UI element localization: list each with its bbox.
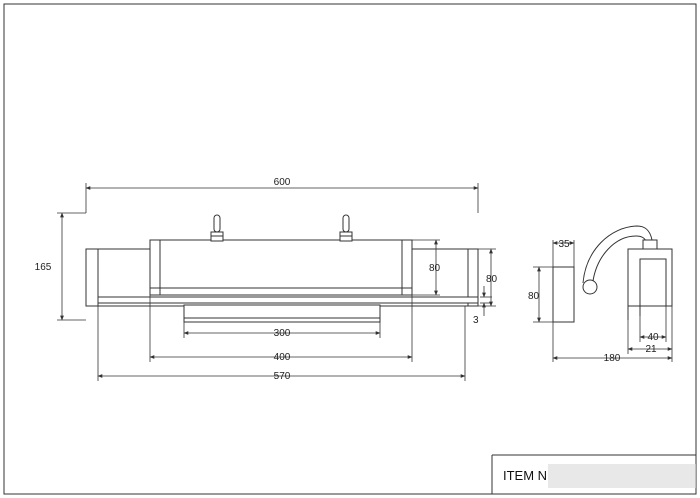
dim-label-80-head: 80 bbox=[429, 263, 441, 274]
front-dimension-labels: 600 165 80 80 3 300 400 570 bbox=[35, 177, 498, 382]
front-shelf bbox=[97, 296, 479, 304]
front-head-box bbox=[149, 239, 413, 296]
dim-label-165: 165 bbox=[35, 262, 52, 273]
title-block: ITEM N bbox=[491, 454, 696, 494]
dim-label-570: 570 bbox=[274, 371, 291, 382]
dim-label-600: 600 bbox=[274, 177, 291, 188]
dim-label-21: 21 bbox=[645, 344, 657, 355]
side-arm bbox=[582, 225, 653, 284]
side-backplate bbox=[552, 266, 575, 323]
dim-label-80-body: 80 bbox=[486, 274, 498, 285]
left-stem bbox=[210, 214, 224, 242]
dim-label-80-side: 80 bbox=[528, 291, 540, 302]
front-view bbox=[85, 214, 479, 323]
dim-label-40: 40 bbox=[647, 332, 659, 343]
side-arm-joint bbox=[582, 279, 598, 295]
dim-label-180: 180 bbox=[604, 353, 621, 364]
side-head-inner bbox=[639, 258, 667, 307]
front-dimensions bbox=[57, 183, 496, 381]
redacted-area bbox=[548, 464, 696, 488]
right-stem bbox=[339, 214, 353, 242]
front-diffuser bbox=[183, 304, 381, 323]
side-view bbox=[552, 225, 673, 323]
item-no-label: ITEM N bbox=[503, 468, 547, 483]
dim-label-300: 300 bbox=[274, 328, 291, 339]
side-dimension-labels: 35 80 40 21 180 bbox=[528, 239, 659, 364]
side-dimensions bbox=[533, 240, 673, 362]
dim-label-400: 400 bbox=[274, 352, 291, 363]
sheet-border bbox=[3, 3, 697, 495]
dim-label-3: 3 bbox=[473, 315, 479, 326]
dim-label-35: 35 bbox=[558, 239, 570, 250]
